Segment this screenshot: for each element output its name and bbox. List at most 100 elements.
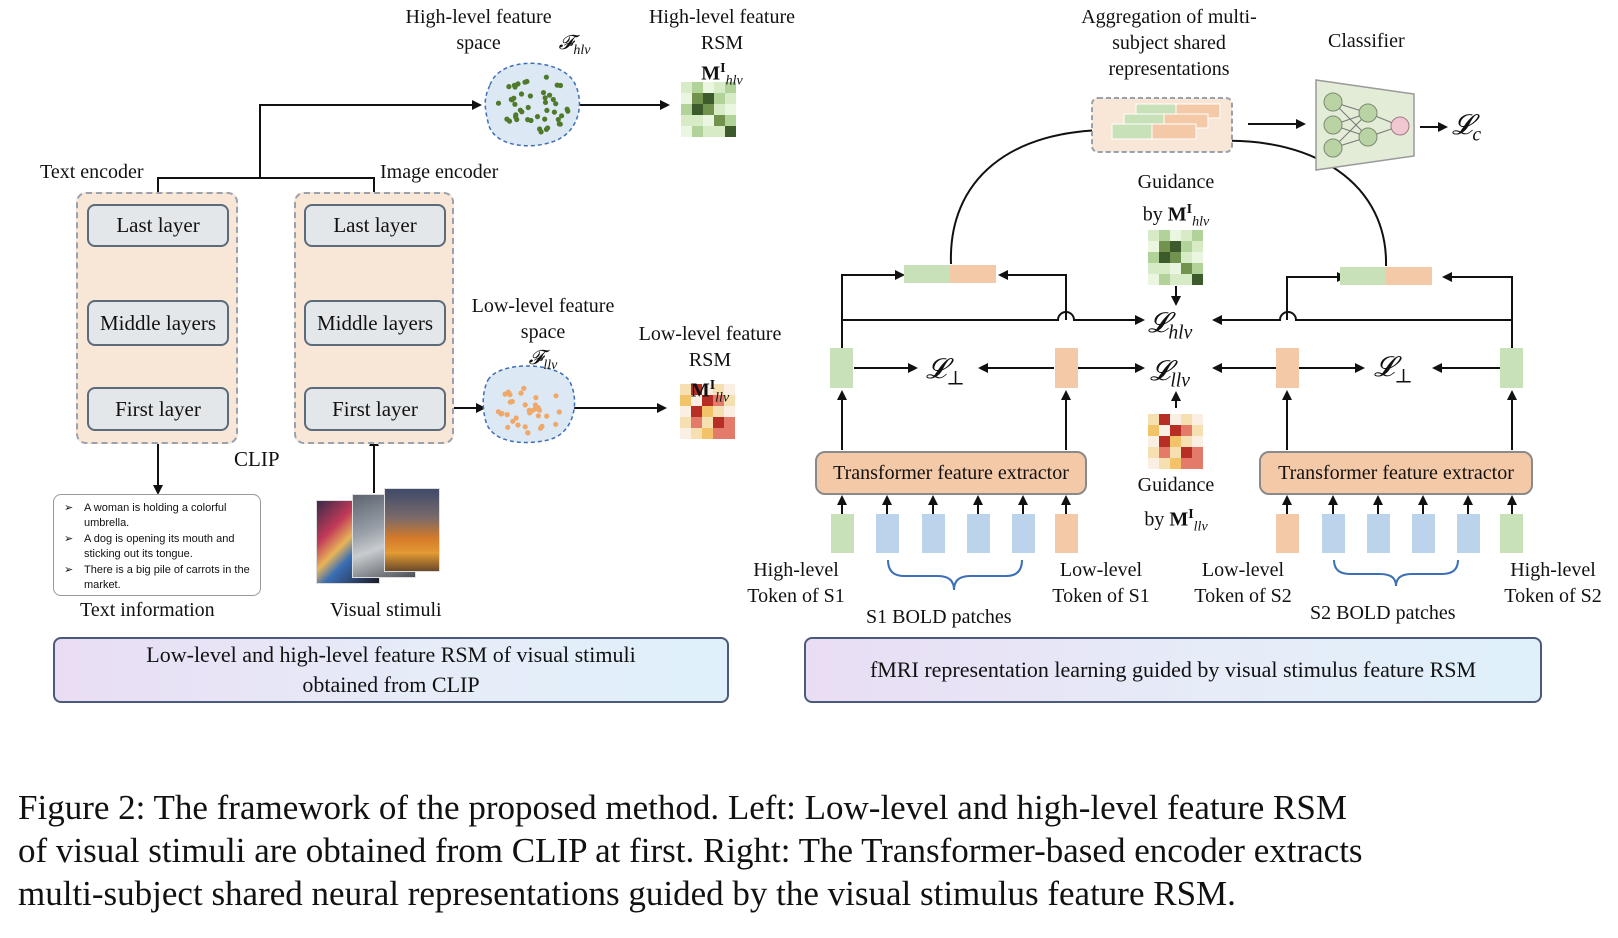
rsm-cell — [1192, 436, 1203, 447]
rsm-cell — [1181, 230, 1192, 241]
rsm-cell — [714, 82, 725, 93]
rsm-cell — [1181, 252, 1192, 263]
s1-low-level-input-token — [1055, 514, 1078, 553]
rsm-cell — [1192, 263, 1203, 274]
left-summary-banner: Low-level and high-level feature RSM of … — [53, 637, 729, 703]
guidance-llv-sub: llv — [1193, 519, 1208, 535]
rsm-cell — [1192, 252, 1203, 263]
rsm-cell — [1148, 425, 1159, 436]
s2-low-level-input-token — [1276, 514, 1299, 553]
classification-loss-sub: c — [1472, 124, 1482, 146]
rsm-cell — [681, 82, 692, 93]
s1-bold-patch — [876, 514, 899, 553]
feature-point — [550, 96, 556, 103]
rsm-cell — [1181, 458, 1192, 469]
rsm-cell — [681, 93, 692, 104]
feature-point — [544, 413, 550, 419]
feature-point — [544, 107, 550, 113]
rsm-cell — [724, 406, 735, 417]
text-encoder-label: Text encoder — [40, 161, 144, 183]
rsm-cell — [1192, 230, 1203, 241]
caption-line-1: Figure 2: The framework of the proposed … — [18, 788, 1347, 827]
high-level-space-label: High-level feature space 𝓕hlv — [405, 6, 591, 58]
diagram-graphics — [153, 62, 1517, 591]
loss-llv-sub: llv — [1170, 370, 1190, 392]
feature-point — [504, 412, 510, 418]
right-summary-banner: fMRI representation learning guided by v… — [804, 637, 1542, 703]
feature-point — [515, 422, 521, 428]
feature-point — [542, 116, 548, 122]
rsm-cell — [1159, 252, 1170, 263]
s1-high-level-input-token — [831, 514, 854, 553]
feature-point — [553, 101, 559, 107]
feature-point — [505, 424, 511, 430]
s2-bold-patch — [1367, 514, 1390, 553]
rsm-cell — [692, 126, 703, 137]
rsm-cell — [681, 104, 692, 115]
feature-point — [495, 100, 502, 106]
bullet-icon: ➢ — [64, 533, 74, 545]
rsm-cell — [1159, 447, 1170, 458]
feature-point — [555, 116, 561, 123]
feature-point — [537, 425, 544, 431]
loss-orth-s2-sub: ⊥ — [1394, 366, 1413, 388]
rsm-cell — [724, 384, 735, 395]
guidance-hlv-sup: I — [1186, 202, 1193, 217]
rsm-cell — [1148, 414, 1159, 425]
rsm-cell — [1170, 436, 1181, 447]
feature-point — [508, 96, 514, 103]
guidance-hlv-matrix — [1148, 230, 1203, 285]
feature-point — [525, 104, 531, 111]
rsm-cell — [1181, 241, 1192, 252]
rsm-cell — [703, 126, 714, 137]
rsm-cell — [1159, 414, 1170, 425]
rsm-cell — [702, 384, 713, 395]
bullet-icon: ➢ — [64, 502, 74, 514]
rsm-cell — [1170, 263, 1181, 274]
rsm-cell — [1192, 241, 1203, 252]
text-item: ➢A woman is holding a colorful umbrella. — [64, 502, 227, 529]
left-banner-line1: Low-level and high-level feature RSM of … — [146, 642, 636, 667]
feature-point — [527, 93, 534, 99]
guidance-llv-sup: I — [1188, 507, 1194, 522]
feature-point — [512, 101, 518, 107]
rsm-cell — [703, 82, 714, 93]
rsm-cell — [713, 417, 724, 428]
low-level-space-symbol: 𝓕 — [528, 347, 544, 369]
rsm-cell — [1192, 458, 1203, 469]
rsm-cell — [714, 93, 725, 104]
rsm-cell — [702, 406, 713, 417]
caption-line-3: multi-subject shared neural representati… — [18, 874, 1236, 913]
feature-point — [542, 99, 549, 105]
rsm-cell — [1181, 447, 1192, 458]
rsm-cell — [713, 428, 724, 439]
rsm-cell — [681, 115, 692, 126]
loss-hlv-sub: hlv — [1168, 322, 1193, 344]
rsm-cell — [703, 115, 714, 126]
image-middle-layers: Middle layers — [304, 300, 446, 346]
rsm-cell — [691, 406, 702, 417]
loss-hlv: 𝓛hlv — [1148, 308, 1193, 344]
feature-point — [533, 395, 539, 401]
feature-point — [553, 421, 559, 427]
rsm-cell — [1148, 447, 1159, 458]
rsm-cell — [681, 126, 692, 137]
s1-patches-brace — [887, 559, 1023, 591]
feature-point — [522, 79, 528, 85]
feature-point — [513, 415, 519, 421]
rsm-cell — [1148, 436, 1159, 447]
bullet-icon: ➢ — [64, 564, 74, 576]
feature-point — [513, 112, 519, 118]
visual-stimuli-images — [316, 488, 440, 584]
rsm-cell — [724, 428, 735, 439]
rsm-cell — [1181, 274, 1192, 285]
rsm-cell — [1148, 263, 1159, 274]
image-last-layer: Last layer — [304, 204, 446, 247]
rsm-cell — [692, 115, 703, 126]
aggregation-label: Aggregation of multi-subject shared repr… — [1081, 6, 1257, 80]
rsm-cell — [1148, 252, 1159, 263]
s2-low-level-output-token — [1276, 348, 1299, 388]
rsm-cell — [691, 395, 702, 406]
loss-llv: 𝓛llv — [1150, 356, 1190, 392]
figure-caption: Figure 2: The framework of the proposed … — [18, 786, 1600, 915]
